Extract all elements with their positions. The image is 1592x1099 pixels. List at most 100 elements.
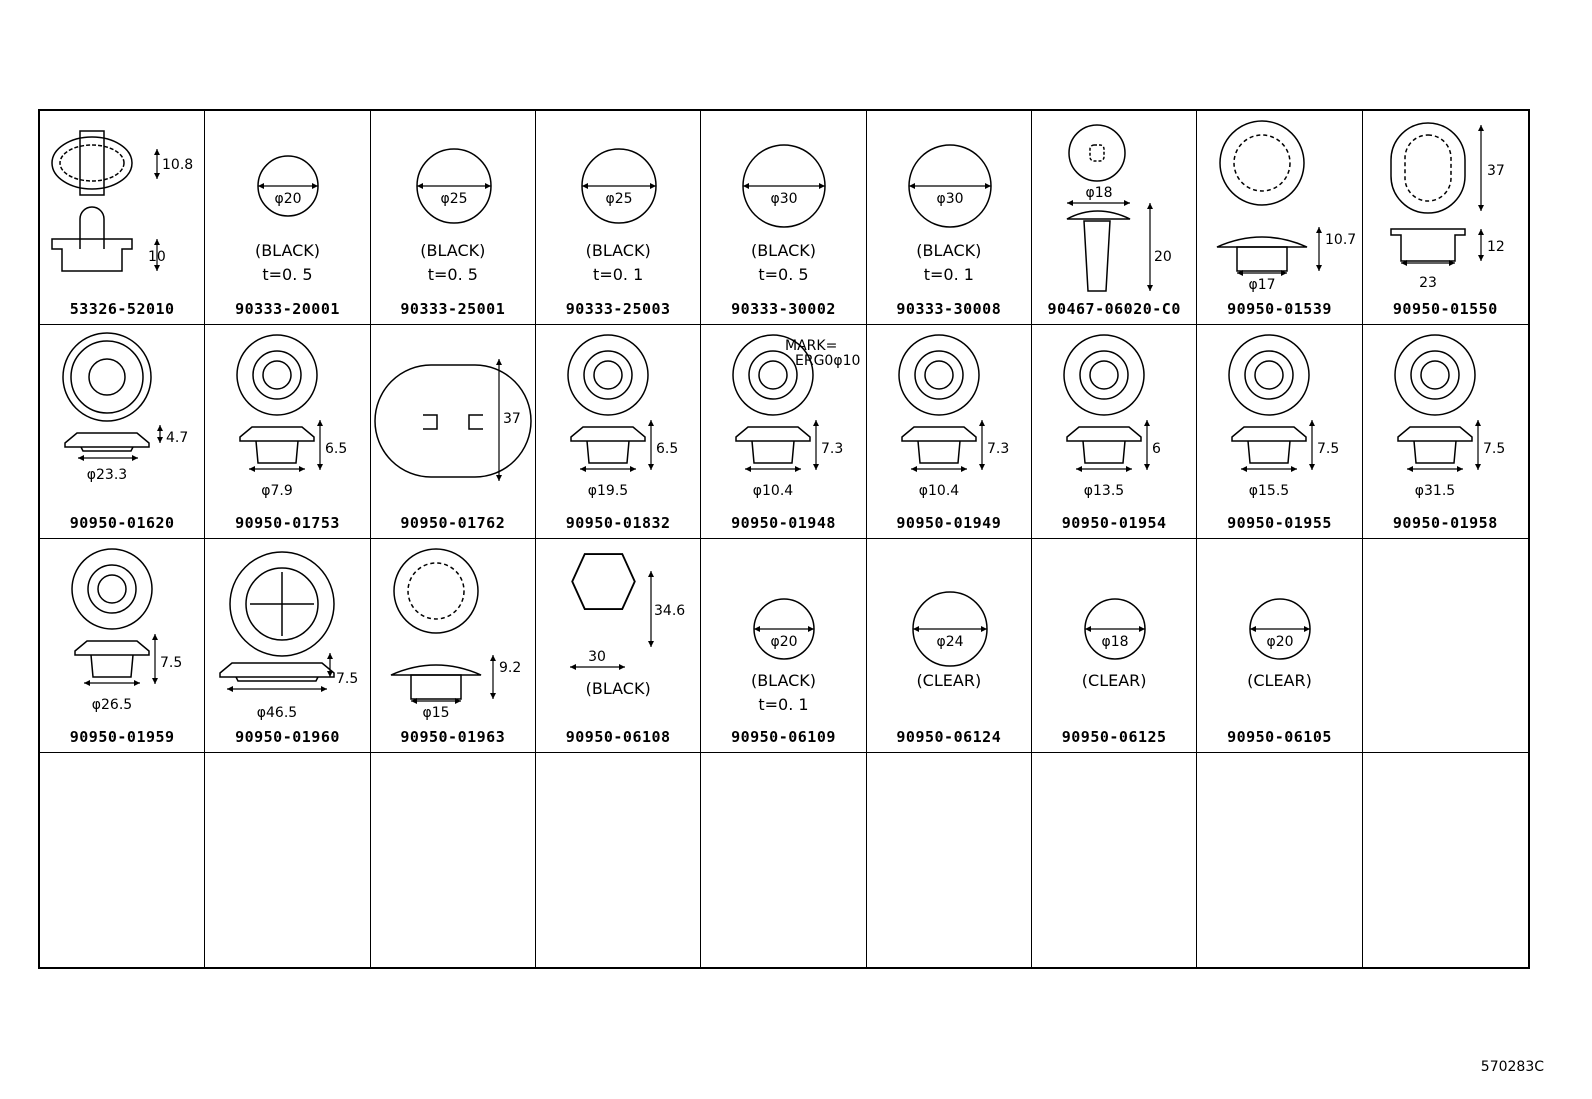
note-line: t=0. 1 [758, 695, 809, 714]
part-drawing: φ18 [1084, 598, 1146, 660]
height-label: 10.7 [1325, 232, 1356, 248]
length-label: 37 [1487, 163, 1505, 179]
diameter-label: φ15.5 [1249, 483, 1289, 499]
height-label: 7.5 [1483, 441, 1505, 457]
part-notes: (CLEAR) [867, 669, 1031, 693]
part-drawing: 6.5φ7.9 [236, 334, 348, 499]
empty-cell [867, 753, 1032, 967]
part-number: 90950-01753 [235, 514, 340, 532]
part-drawing: 9.2 φ15 [390, 548, 521, 721]
diameter-label: φ30 [771, 191, 798, 207]
height-label: 7.5 [160, 655, 182, 671]
part-drawing: φ30 [907, 144, 992, 228]
diameter-label: φ10.4 [918, 483, 959, 499]
note-line: (BLACK) [420, 241, 486, 260]
empty-cell [205, 753, 371, 967]
part-drawing: 7.3 φ10.4 [897, 334, 1009, 499]
part-number: 90333-30002 [731, 300, 836, 318]
part-drawing: 4.7 φ23.3 [62, 332, 188, 483]
height-label: 34.6 [654, 603, 685, 619]
empty-cell [1032, 753, 1198, 967]
part-drawing: φ25 [415, 148, 492, 224]
part-notes: (BLACK) t=0. 5 [371, 239, 535, 287]
mark-label: MARK= [785, 338, 837, 354]
part-number: 90950-06124 [896, 728, 1002, 746]
part-notes: (BLACK)t=0. 1 [701, 669, 865, 717]
diameter-label: φ10.4 [753, 483, 794, 499]
part-drawing: φ25 [581, 148, 657, 224]
note-line: t=0. 5 [427, 265, 478, 284]
diameter-label: φ23.3 [87, 467, 127, 483]
part-number: 90333-30008 [896, 300, 1002, 318]
part-cell-90333-30002: φ30 (BLACK) t=0. 5 90333-30002 [701, 111, 867, 325]
part-notes: (BLACK) t=0. 1 [536, 239, 700, 287]
diameter-label: φ13.5 [1084, 483, 1124, 499]
part-number: 90333-25003 [565, 300, 671, 318]
part-number: 90950-01832 [565, 514, 671, 532]
part-number: 90950-06108 [565, 728, 671, 746]
part-number: 90950-06109 [731, 728, 836, 746]
diameter-label: φ46.5 [257, 705, 297, 721]
empty-cell [40, 753, 206, 967]
note-line: (BLACK) [585, 679, 651, 698]
diameter-label: φ24 [936, 634, 963, 650]
diameter-label: φ18 [1101, 634, 1128, 650]
height-label: 7.5 [336, 671, 358, 687]
diagram-code: 570283C [1480, 1059, 1544, 1075]
length-label: 37 [503, 411, 521, 427]
empty-cell [371, 753, 536, 967]
note-line: (BLACK) [585, 241, 651, 260]
note-line: t=0. 5 [758, 265, 809, 284]
part-cell-90950-01762: 37 90950-01762 [370, 325, 536, 539]
diameter-label: φ26.5 [92, 697, 132, 713]
diameter-label: φ30 [936, 191, 963, 207]
note-line: (BLACK) [916, 241, 982, 260]
part-notes: (CLEAR) [1032, 669, 1196, 693]
height-label: 4.7 [166, 430, 188, 446]
height-label: 7.3 [987, 441, 1009, 457]
part-number: 90950-06105 [1227, 728, 1332, 746]
diameter-label: φ25 [440, 191, 467, 207]
note-line: t=0. 1 [923, 265, 974, 284]
part-number: 90950-06125 [1061, 728, 1167, 746]
diameter-label: φ7.9 [262, 483, 294, 499]
part-number: 90950-01948 [731, 514, 836, 532]
part-cell-90950-06124: φ24 (CLEAR) 90950-06124 [866, 539, 1032, 753]
part-drawing: 7.5 φ46.5 [219, 551, 359, 721]
part-drawing: 37 [373, 359, 532, 481]
height-label: 6.5 [656, 441, 678, 457]
height-label: 10.8 [162, 157, 193, 173]
note-line: t=0. 1 [593, 265, 644, 284]
part-cell-90333-25003: φ25 (BLACK) t=0. 1 90333-25003 [535, 111, 702, 325]
diameter-label: φ25 [605, 191, 632, 207]
part-drawing: 34.630 [569, 553, 685, 670]
diameter-label: φ18 [1085, 185, 1112, 201]
diameter-label: φ20 [771, 634, 798, 650]
part-number: 90950-01959 [69, 728, 175, 746]
part-cell-90950-01620: 4.7 φ23.3 90950-01620 [40, 325, 206, 539]
part-number: 90950-01620 [69, 514, 175, 532]
part-cell-90950-06125: φ18 (CLEAR) 90950-06125 [1031, 539, 1198, 753]
empty-cell [1362, 539, 1528, 753]
diameter-label: φ15 [422, 705, 449, 721]
height-label: 9.2 [499, 660, 521, 676]
part-notes: (BLACK) t=0. 5 [701, 239, 865, 287]
note-line: (BLACK) [750, 241, 817, 260]
empty-cell [701, 753, 867, 967]
part-number: 90950-01762 [400, 514, 506, 532]
note-line: (CLEAR) [1081, 671, 1147, 690]
thickness-label: 10 [148, 249, 166, 265]
